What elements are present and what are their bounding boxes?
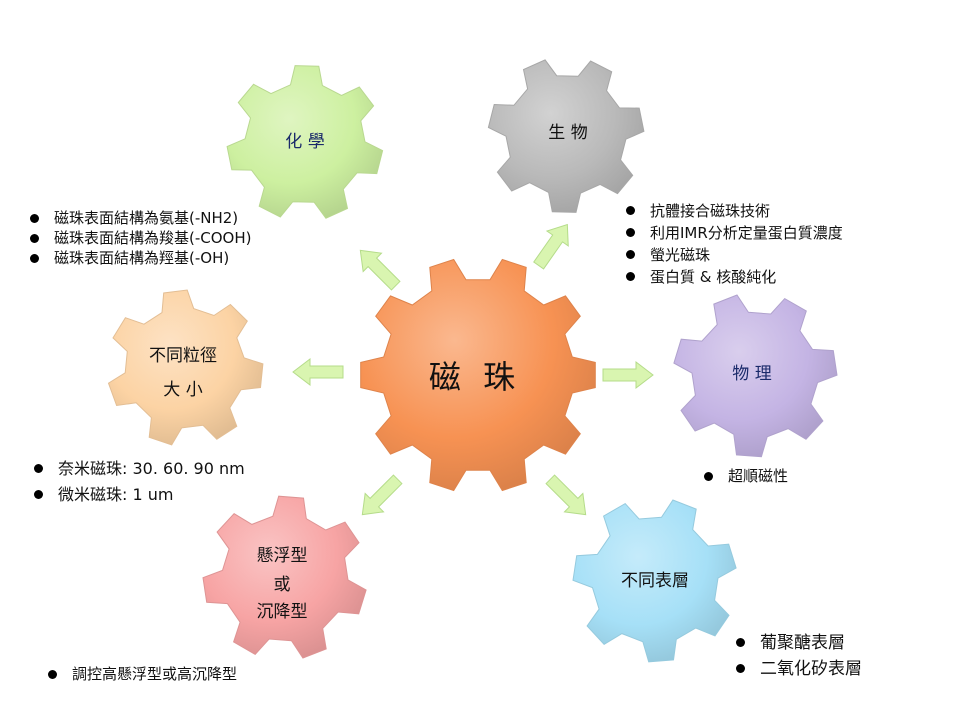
bullet-item: 二氧化矽表層 (732, 656, 862, 682)
suspension-gear-label-line2: 或 (273, 575, 291, 595)
surface-gear-label: 不同表層 (621, 571, 689, 591)
arrow-to-physics (602, 360, 654, 390)
surface-gear (572, 499, 737, 663)
surface-bullets: 葡聚醣表層 二氧化矽表層 (732, 630, 862, 682)
chemistry-gear-label: 化 學 (285, 132, 325, 152)
chemistry-bullets: 磁珠表面結構為氨基(-NH2) 磁珠表面結構為羧基(-COOH) 磁珠表面結構為… (26, 208, 251, 268)
center-gear-label: 磁 珠 (428, 358, 522, 396)
physics-gear-label: 物 理 (732, 364, 772, 384)
bullet-item: 螢光磁珠 (622, 244, 843, 266)
physics-bullets: 超順磁性 (700, 466, 788, 486)
size-gear-label-line2: 大 小 (163, 380, 203, 400)
bullet-item: 磁珠表面結構為羧基(-COOH) (26, 228, 251, 248)
arrow-to-size (292, 357, 344, 387)
size-gear (107, 289, 264, 446)
biology-gear-label: 生 物 (548, 123, 588, 143)
bullet-item: 葡聚醣表層 (732, 630, 862, 656)
arrow-to-biology (533, 223, 569, 270)
size-bullets: 奈米磁珠: 30. 60. 90 nm 微米磁珠: 1 um (30, 456, 245, 508)
arrows (292, 223, 654, 516)
bullet-item: 利用IMR分析定量蛋白質濃度 (622, 222, 843, 244)
chemistry-gear (226, 65, 384, 219)
bullet-item: 超順磁性 (700, 466, 788, 486)
suspension-bullets: 調控高懸浮型或高沉降型 (44, 664, 237, 684)
suspension-gear-label-line1: 懸浮型 (256, 546, 308, 566)
bullet-item: 蛋白質 & 核酸純化 (622, 266, 843, 288)
bullet-item: 調控高懸浮型或高沉降型 (44, 664, 237, 684)
arrow-to-chemistry (359, 249, 401, 291)
gears (107, 59, 838, 663)
suspension-gear (202, 495, 367, 659)
bullet-item: 磁珠表面結構為羥基(-OH) (26, 248, 251, 268)
arrow-to-suspension (361, 474, 403, 516)
suspension-gear-label-line3: 沉降型 (256, 602, 308, 622)
biology-bullets: 抗體接合磁珠技術 利用IMR分析定量蛋白質濃度 螢光磁珠 蛋白質 & 核酸純化 (622, 200, 843, 288)
bullet-item: 磁珠表面結構為氨基(-NH2) (26, 208, 251, 228)
physics-gear (673, 294, 838, 458)
center-gear (360, 258, 596, 492)
biology-gear (487, 59, 645, 213)
bullet-item: 抗體接合磁珠技術 (622, 200, 843, 222)
bullet-item: 微米磁珠: 1 um (30, 482, 245, 508)
size-gear-label-line1: 不同粒徑 (149, 346, 217, 366)
bullet-item: 奈米磁珠: 30. 60. 90 nm (30, 456, 245, 482)
arrow-to-surface (545, 474, 587, 516)
